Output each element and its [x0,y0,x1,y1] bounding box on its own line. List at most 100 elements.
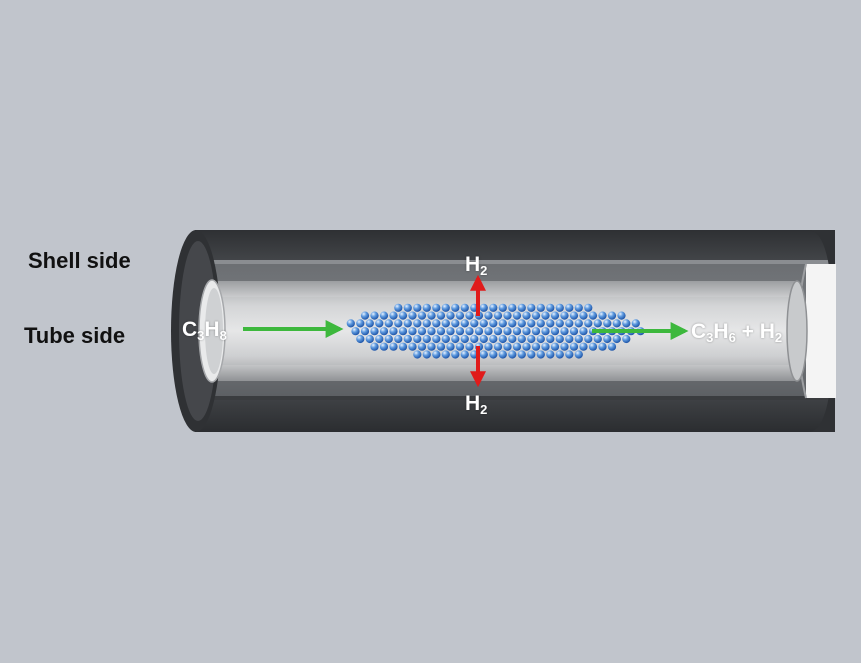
catalyst-particle [460,319,469,328]
catalyst-particle [441,350,450,359]
catalyst-particle [512,327,522,336]
catalyst-particle [593,319,602,328]
catalyst-particle [565,334,574,344]
catalyst-particle [484,342,493,351]
catalyst-particle [394,334,403,344]
catalyst-particle [531,342,541,351]
catalyst-particle [512,342,522,351]
catalyst-particle [498,350,507,359]
catalyst-particle [351,327,360,336]
catalyst-particle [588,311,598,320]
catalyst-particle [346,319,355,328]
catalyst-particle [394,303,403,312]
catalyst-particle [584,319,593,328]
catalyst-particle [550,342,560,351]
catalyst-particle [493,327,503,336]
catalyst-particle [460,303,469,312]
catalyst-particle [408,327,417,336]
catalyst-particle [427,311,436,320]
catalyst-particle [593,334,602,344]
catalyst-particle [422,303,431,312]
catalyst-particle [541,327,550,336]
catalyst-particle [413,303,422,312]
catalyst-particle [588,342,598,351]
catalyst-particle [560,342,569,351]
catalyst-particle [555,303,564,312]
catalyst-particle [546,350,555,359]
catalyst-particle [408,311,417,320]
catalyst-particle [598,311,607,320]
catalyst-particle [508,350,517,359]
catalyst-particle [503,342,512,351]
catalyst-particle [451,303,460,312]
catalyst-particle [384,319,393,328]
catalyst-particle [432,350,441,359]
catalyst-particle [389,342,398,351]
catalyst-particle [569,327,579,336]
catalyst-particle [489,319,498,328]
catalyst-particle [574,334,583,344]
catalyst-particle [379,311,389,320]
catalyst-particle [622,334,631,344]
catalyst-particle [531,311,541,320]
catalyst-particle [550,327,560,336]
catalyst-particle [555,350,564,359]
catalyst-particle [565,319,574,328]
catalyst-particle [375,334,384,344]
catalyst-particle [527,319,536,328]
catalyst-particle [603,334,612,344]
catalyst-particle [465,311,474,320]
shell-right-end [808,230,835,432]
catalyst-particle [536,350,545,359]
catalyst-particle [574,319,583,328]
catalyst-particle [356,319,365,328]
catalyst-particle [503,327,512,336]
catalyst-particle [441,334,450,344]
catalyst-particle [370,311,379,320]
shell-right-cut [806,264,836,398]
catalyst-particle [389,327,398,336]
catalyst-particle [474,327,484,336]
catalyst-particle [489,334,498,344]
catalyst-particle [498,319,507,328]
catalyst-particle [455,327,465,336]
catalyst-particle [522,311,531,320]
catalyst-particle [555,334,564,344]
catalyst-particle [356,334,365,344]
catalyst-particle [508,303,517,312]
catalyst-particle [517,350,526,359]
catalyst-particle [584,334,593,344]
catalyst-particle [394,319,403,328]
catalyst-particle [408,342,417,351]
catalyst-particle [427,327,436,336]
catalyst-particle [574,350,583,359]
catalyst-particle [413,350,422,359]
catalyst-particle [617,311,626,320]
catalyst-particle [527,334,536,344]
catalyst-particle [541,342,550,351]
catalyst-particle [375,319,384,328]
catalyst-particle [508,319,517,328]
catalyst-particle [465,342,474,351]
catalyst-particle [365,319,374,328]
catalyst-particle [555,319,564,328]
catalyst-particle [436,342,446,351]
catalyst-particle [432,334,441,344]
catalyst-particle [603,319,612,328]
feed-label: C3H8 [182,318,227,343]
catalyst-particle [441,303,450,312]
catalyst-particle [541,311,550,320]
catalyst-particle [451,350,460,359]
catalyst-particle [446,327,455,336]
catalyst-particle [460,350,469,359]
catalyst-particle [413,334,422,344]
tube-side-label: Tube side [24,323,126,348]
catalyst-particle [370,327,379,336]
catalyst-particle [536,303,545,312]
catalyst-particle [546,303,555,312]
catalyst-particle [560,327,569,336]
catalyst-particle [479,303,488,312]
catalyst-particle [403,319,412,328]
catalyst-particle [365,334,374,344]
catalyst-particle [403,334,412,344]
